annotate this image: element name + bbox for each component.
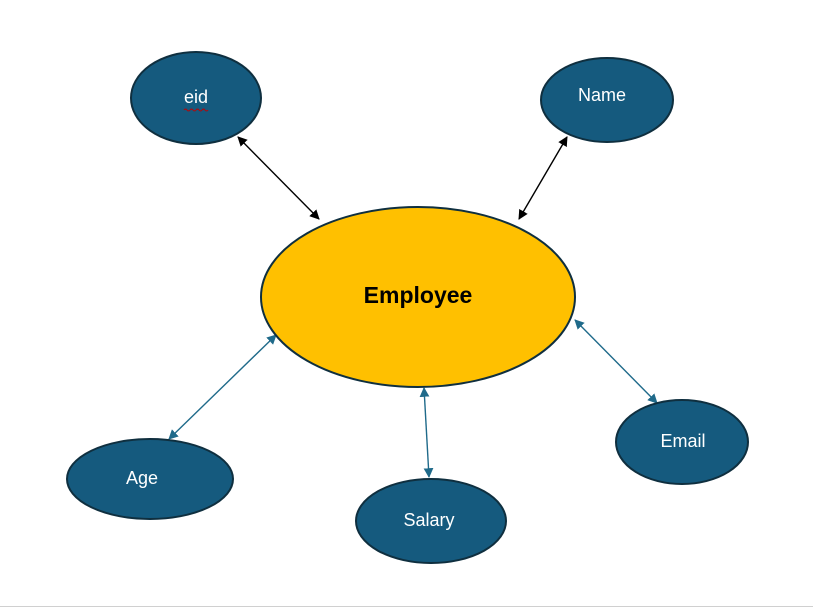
connector-eid (237, 136, 320, 220)
entity-employee-label: Employee (364, 282, 473, 308)
attribute-eid[interactable] (130, 51, 262, 145)
attribute-email[interactable] (615, 399, 749, 485)
attribute-email-label: Email (660, 431, 705, 451)
attribute-name-label: Name (578, 85, 626, 105)
connector-name (518, 136, 568, 220)
attribute-salary[interactable] (355, 478, 507, 564)
connector-email (574, 319, 658, 404)
attribute-age[interactable] (66, 438, 234, 520)
connector-age (168, 334, 277, 440)
attribute-age-label: Age (126, 468, 158, 488)
page-bottom-rule (0, 606, 813, 607)
attribute-eid-label: eid (184, 87, 208, 107)
spellcheck-underline (183, 108, 209, 112)
attribute-salary-label: Salary (403, 510, 454, 530)
entity-employee[interactable] (260, 206, 576, 388)
attribute-name[interactable] (540, 57, 674, 143)
connector-salary (419, 387, 434, 478)
